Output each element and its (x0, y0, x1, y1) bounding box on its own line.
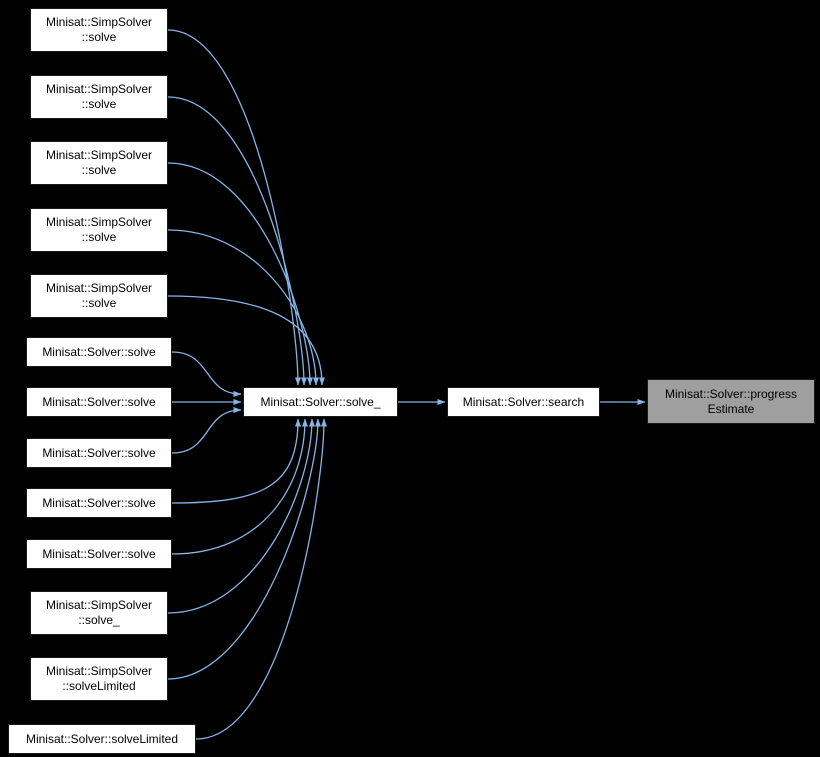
graph-node-v6[interactable]: Minisat::Solver::solveLimited (8, 724, 196, 754)
graph-node-v5[interactable]: Minisat::Solver::solve (26, 539, 172, 569)
call-edge-v1-to-solve_ (171, 351, 242, 397)
graph-node-v2[interactable]: Minisat::Solver::solve (26, 387, 172, 417)
graph-node-s1[interactable]: Minisat::SimpSolver::solve (30, 8, 168, 52)
node-label: Minisat::Solver::solve (42, 546, 156, 561)
graph-node-v4[interactable]: Minisat::Solver::solve (26, 488, 172, 518)
call-edge-s3-to-solve_ (167, 162, 313, 386)
graph-node-search[interactable]: Minisat::Solver::search (447, 387, 600, 417)
graph-node-v1[interactable]: Minisat::Solver::solve (26, 337, 172, 367)
node-label: Minisat::Solver::progress (664, 386, 798, 401)
graph-node-s4[interactable]: Minisat::SimpSolver::solve (30, 208, 168, 252)
node-label: Minisat::SimpSolver (45, 598, 153, 612)
node-label: Minisat::SimpSolver (45, 82, 153, 96)
graph-node-s3[interactable]: Minisat::SimpSolver::solve (30, 141, 168, 185)
node-label: ::solve (81, 30, 117, 44)
node-label: Minisat::Solver::solve_ (260, 394, 381, 409)
call-edge-s1-to-solve_ (167, 29, 301, 386)
node-label: Minisat::Solver::solveLimited (25, 731, 179, 746)
node-label: ::solve (81, 296, 117, 310)
node-label: Minisat::Solver::search (462, 394, 585, 409)
node-label: Minisat::SimpSolver (45, 281, 153, 295)
node-label: Minisat::Solver::solve (42, 445, 156, 460)
call-edge-v4-to-solve_ (171, 418, 301, 504)
call-edge-s6-to-solve_ (167, 418, 315, 614)
graph-node-s5[interactable]: Minisat::SimpSolver::solve (30, 274, 168, 318)
graph-node-s7[interactable]: Minisat::SimpSolver::solveLimited (30, 657, 168, 701)
node-label: ::solveLimited (62, 679, 136, 693)
graph-node-s6[interactable]: Minisat::SimpSolver::solve_ (30, 591, 168, 635)
node-label: ::solve (81, 163, 117, 177)
node-label: Estimate (707, 401, 755, 416)
node-label: ::solve (81, 97, 117, 111)
call-edge-s2-to-solve_ (167, 96, 307, 386)
node-label: Minisat::Solver::solve (42, 344, 156, 359)
call-edge-v3-to-solve_ (171, 407, 242, 454)
call-edge-s7-to-solve_ (167, 418, 321, 680)
node-label: Minisat::SimpSolver (45, 15, 153, 29)
node-label: Minisat::Solver::solve (42, 495, 156, 510)
call-edge-v6-to-solve_ (195, 418, 327, 740)
call-edge-s5-to-solve_ (167, 295, 325, 386)
call-edges (167, 29, 646, 740)
graph-node-v3[interactable]: Minisat::Solver::solve (26, 438, 172, 468)
node-label: Minisat::SimpSolver (45, 215, 153, 229)
node-label: ::solve_ (78, 613, 120, 627)
call-edge-s4-to-solve_ (167, 229, 319, 386)
graph-node-s2[interactable]: Minisat::SimpSolver::solve (30, 75, 168, 119)
node-label: Minisat::SimpSolver (45, 664, 153, 678)
graph-node-solve_[interactable]: Minisat::Solver::solve_ (243, 387, 398, 417)
node-label: ::solve (81, 230, 117, 244)
node-label: Minisat::SimpSolver (45, 148, 153, 162)
call-edge-v5-to-solve_ (171, 418, 308, 555)
node-label: Minisat::Solver::solve (42, 394, 156, 409)
